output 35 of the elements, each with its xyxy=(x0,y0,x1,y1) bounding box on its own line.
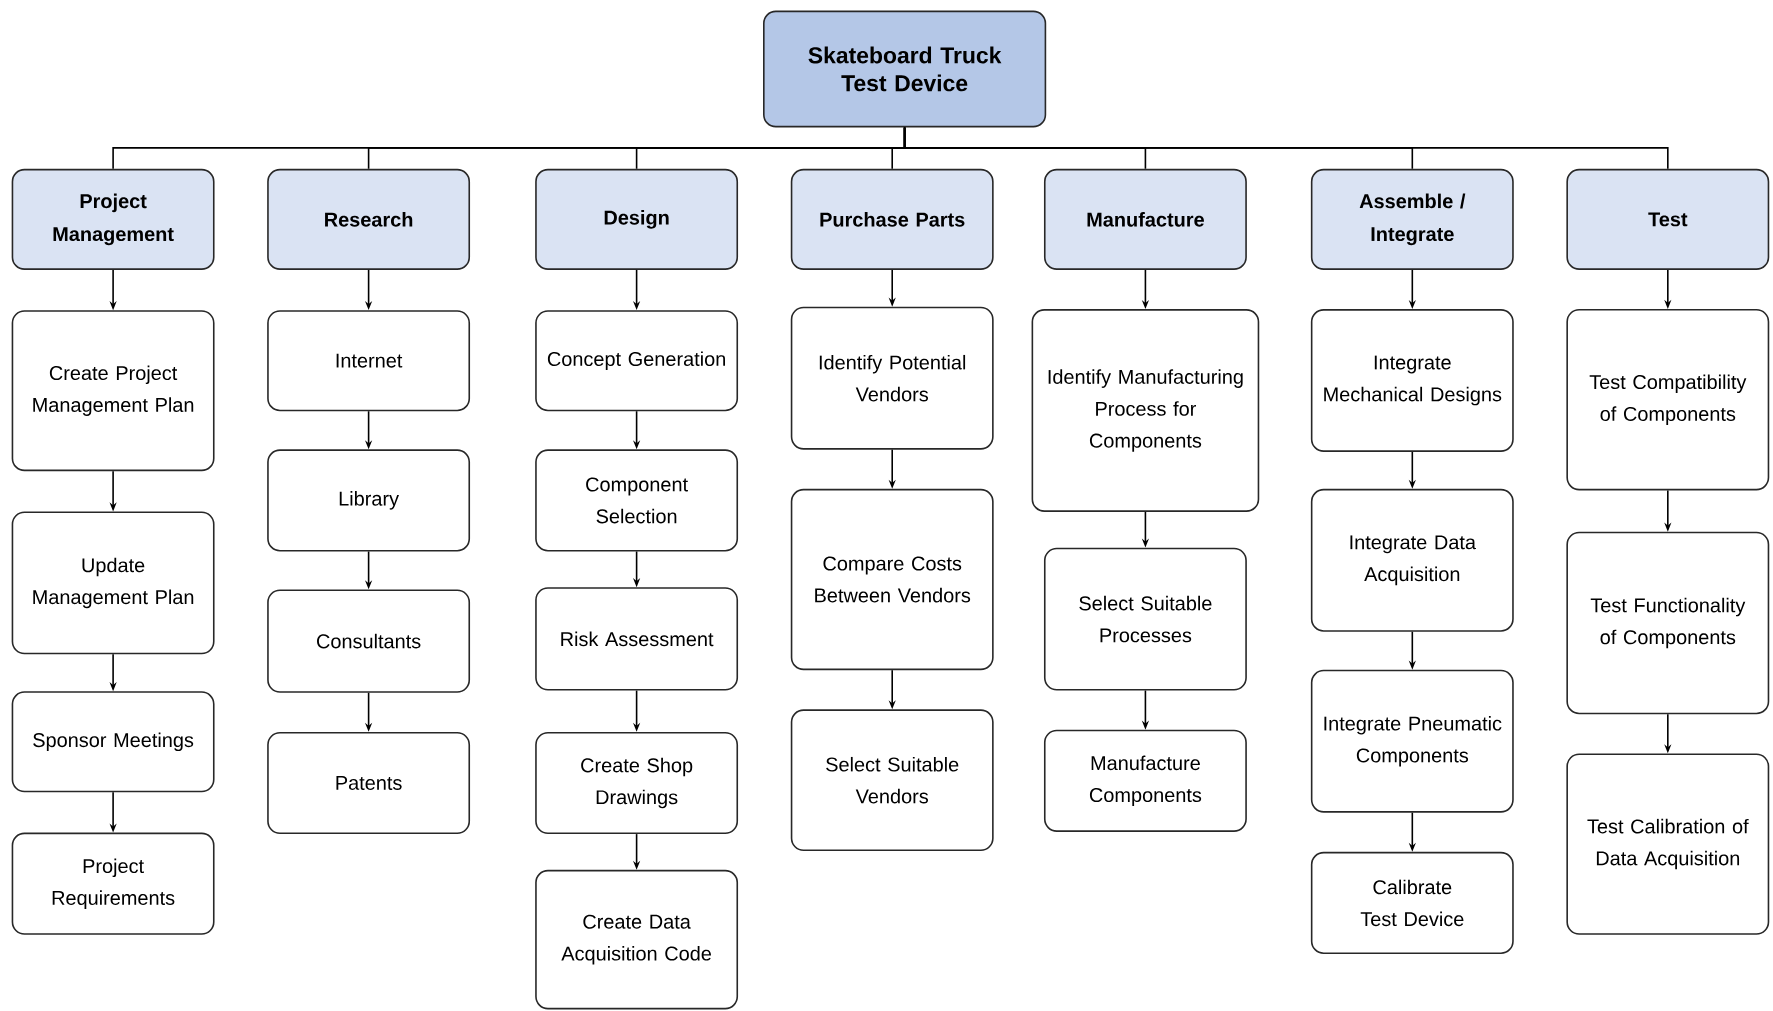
category-box: Design xyxy=(535,168,739,270)
category-box: Assemble / Integrate xyxy=(1310,168,1514,270)
task-box: Test Functionality of Components xyxy=(1566,531,1770,715)
task-box: Create Data Acquisition Code xyxy=(535,869,739,1010)
task-box: Consultants xyxy=(267,589,471,693)
category-box: Research xyxy=(267,168,471,270)
category-box: Project Management xyxy=(11,168,215,270)
task-box: Risk Assessment xyxy=(535,587,739,691)
category-box: Purchase Parts xyxy=(790,168,994,270)
task-box: Identify Potential Vendors xyxy=(790,306,994,450)
task-box: Update Management Plan xyxy=(11,511,215,655)
task-box: Concept Generation xyxy=(535,310,739,412)
task-box: Component Selection xyxy=(535,449,739,552)
task-box: Create Project Management Plan xyxy=(11,310,215,472)
task-box: Library xyxy=(267,449,471,552)
task-box: Patents xyxy=(267,731,471,835)
task-box: Sponsor Meetings xyxy=(11,691,215,793)
task-box: Create Shop Drawings xyxy=(535,731,739,835)
task-box: Internet xyxy=(267,310,471,412)
task-box: Integrate Mechanical Designs xyxy=(1310,309,1514,452)
task-box: Project Requirements xyxy=(11,832,215,935)
task-box: Calibrate Test Device xyxy=(1310,851,1514,954)
category-box: Test xyxy=(1566,168,1770,270)
task-box: Select Suitable Vendors xyxy=(790,709,994,852)
connector-line xyxy=(903,126,1669,170)
task-box: Compare Costs Between Vendors xyxy=(790,488,994,671)
task-box: Identify Manufacturing Process for Components xyxy=(1031,309,1260,512)
category-box: Manufacture xyxy=(1043,168,1247,270)
task-box: Test Compatibility of Components xyxy=(1566,309,1770,491)
task-box: Integrate Data Acquisition xyxy=(1310,488,1514,632)
task-box: Manufacture Components xyxy=(1043,729,1247,832)
task-box: Test Calibration of Data Acquisition xyxy=(1566,753,1770,935)
root-box: Skateboard Truck Test Device xyxy=(763,10,1047,128)
task-box: Integrate Pneumatic Components xyxy=(1310,669,1514,813)
task-box: Select Suitable Processes xyxy=(1043,547,1247,691)
